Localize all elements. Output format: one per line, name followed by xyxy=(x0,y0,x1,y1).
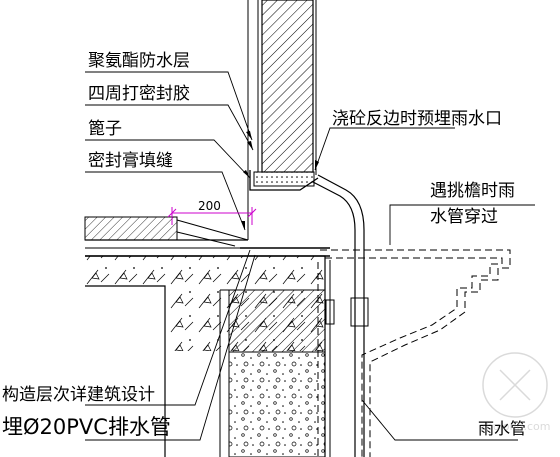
arrowheads xyxy=(241,131,319,230)
label-grate: 篦子 xyxy=(88,119,122,139)
upper-wall xyxy=(247,0,317,240)
concrete-structure xyxy=(85,255,326,457)
label-cantilever-eave-1: 遇挑檐时雨 xyxy=(430,181,515,201)
watermark-text: zhulong.com xyxy=(480,420,550,433)
cantilever-eave xyxy=(317,249,511,457)
downpipe xyxy=(312,174,369,457)
label-cantilever-eave-2: 水管穿过 xyxy=(430,207,498,227)
label-waterproof-layer: 聚氨酯防水层 xyxy=(88,51,190,71)
watermark: zhulong.com xyxy=(480,352,550,433)
dimension-line xyxy=(167,207,257,225)
roof-layers xyxy=(84,216,330,257)
label-dimension: 200 xyxy=(198,199,221,213)
label-structural-layers: 构造层次详建筑设计 xyxy=(2,385,155,405)
leader-lines xyxy=(85,71,535,441)
label-downpipe: 雨水管 xyxy=(478,419,526,438)
drain-inlet xyxy=(249,170,319,191)
label-perimeter-sealant: 四周打密封胶 xyxy=(88,84,190,104)
label-sealant-fill: 密封膏填缝 xyxy=(88,150,173,171)
label-pvc-pipe: 埋Ø20PVC排水管 xyxy=(2,415,171,439)
label-embed-drain: 浇砼反边时预埋雨水口 xyxy=(332,109,502,129)
